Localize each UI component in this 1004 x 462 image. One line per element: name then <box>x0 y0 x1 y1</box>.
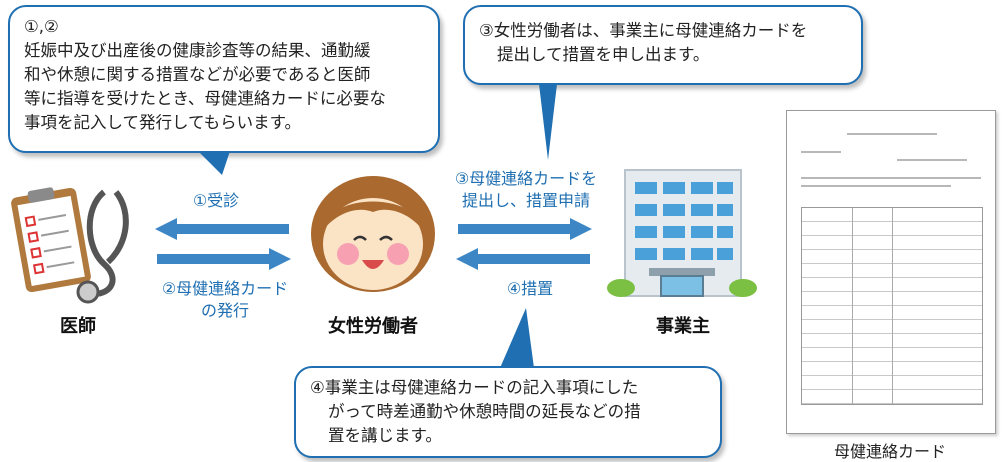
bubble-employer-tail <box>500 308 534 368</box>
issue-label-line2: の発行 <box>200 301 249 320</box>
bubble-submit-line2: 提出して措置を申し出ます。 <box>497 45 710 64</box>
measure-label: ④措置 <box>506 279 554 298</box>
bubble-doctor-line2: 妊娠中及び出産後の健康診査等の結果、通勤緩 <box>24 41 371 60</box>
bubble-employer-line3: 置を講じます。 <box>328 426 442 445</box>
submit-label: ③母健連絡カードを 提出し、措置申請 <box>446 168 606 212</box>
document-table-column-divider <box>892 208 893 404</box>
bubble-submit-tail <box>539 84 557 160</box>
bubble-doctor-tail <box>198 151 230 175</box>
office-building-icon <box>607 169 757 297</box>
submit-label-line2: 提出し、措置申請 <box>461 191 590 210</box>
issue-label: ②母健連絡カード の発行 <box>150 278 300 322</box>
bubble-doctor-line1: ①,② <box>24 17 59 36</box>
health-card-document <box>786 110 996 434</box>
bubble-employer-explanation: ④事業主は母健連絡カードの記入事項にした がって時差通勤や休憩時間の延長などの措… <box>294 366 722 458</box>
measure-arrow-left <box>456 248 590 270</box>
document-text-line <box>801 151 841 153</box>
issue-arrow-right <box>157 248 291 270</box>
document-table-column-divider <box>852 208 853 404</box>
document-text-line <box>801 185 951 187</box>
consult-label: ①受診 <box>192 191 240 210</box>
worker-label: 女性労働者 <box>328 316 418 337</box>
document-text-line <box>801 177 981 179</box>
clipboard-stethoscope-icon <box>11 187 129 304</box>
bubble-doctor-line3: 和や休憩に関する措置などが必要であると医師 <box>24 65 371 84</box>
bubble-submit-line1: ③女性労働者は、事業主に母健連絡カードを <box>479 21 808 40</box>
submit-arrow-right <box>458 218 592 240</box>
issue-label-line1: ②母健連絡カード <box>161 279 289 298</box>
health-card-caption: 母健連絡カード <box>833 442 946 461</box>
document-text-line <box>897 159 967 161</box>
bubble-doctor-line5: 事項を記入して発行してもらいます。 <box>24 113 302 132</box>
consult-arrow-left <box>155 218 289 240</box>
document-table <box>801 207 983 405</box>
bubble-employer-line1: ④事業主は母健連絡カードの記入事項にした <box>310 378 639 397</box>
bubble-doctor-explanation: ①,② 妊娠中及び出産後の健康診査等の結果、通勤緩 和や休憩に関する措置などが必… <box>8 5 440 153</box>
doctor-label: 医師 <box>60 316 96 337</box>
female-worker-face-icon <box>311 176 435 292</box>
submit-label-line1: ③母健連絡カードを <box>454 169 598 188</box>
bubble-employer-line2: がって時差通勤や休憩時間の延長などの措 <box>328 402 641 421</box>
document-title-line <box>847 133 937 135</box>
bubble-submit-explanation: ③女性労働者は、事業主に母健連絡カードを 提出して措置を申し出ます。 <box>463 5 863 85</box>
bubble-doctor-line4: 等に指導を受けたとき、母健連絡カードに必要な <box>24 89 386 108</box>
employer-label: 事業主 <box>656 316 710 337</box>
